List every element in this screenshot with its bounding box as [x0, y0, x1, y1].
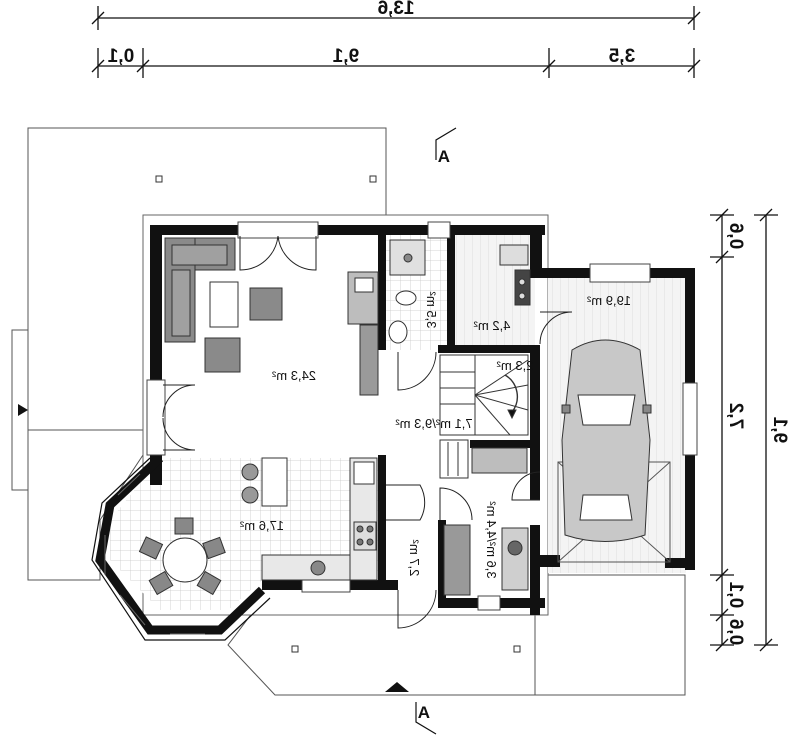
right-dimensions [710, 208, 778, 652]
wardrobe [439, 439, 528, 479]
room-label-vestibule: 2,7 m² [407, 539, 422, 577]
dim-right-seg-4: 0,6 [725, 619, 746, 645]
car [557, 339, 671, 563]
armchair-1 [249, 287, 283, 321]
room-label-hall: 7,1 m²/9,3 m² [395, 416, 473, 431]
dining-set [138, 517, 226, 596]
bay-window-panes [104, 473, 205, 635]
section-label-bottom: A [418, 703, 430, 722]
section-label-top: A [438, 147, 450, 166]
terrace-west [11, 127, 387, 581]
section-mark-bottom [415, 702, 437, 735]
stairs [439, 354, 529, 436]
kitchen-counters [241, 457, 378, 581]
bathroom-fixtures [347, 239, 426, 396]
dim-top-seg-1: 0,1 [107, 46, 134, 67]
doors [162, 235, 573, 629]
boiler-fixtures [499, 244, 531, 306]
room-labels: 24,3 m² 3,5 m² 4,2 m² 19,9 m² 2,3 m² 7,1… [239, 291, 631, 579]
walls [150, 225, 695, 615]
room-label-boiler: 4,2 m² [473, 318, 511, 333]
room-label-bathroom: 3,5 m² [424, 291, 439, 329]
dim-right-seg-3: 0,1 [725, 581, 746, 608]
room-label-stairs: 2,3 m² [496, 358, 534, 373]
dim-right-total: 9,1 [769, 416, 790, 443]
armchair-2 [204, 337, 241, 373]
room-label-garage: 19,9 m² [586, 293, 631, 308]
dim-right-seg-2: 7,2 [725, 403, 746, 429]
coffee-table [209, 281, 239, 328]
dim-right-seg-1: 0,6 [725, 223, 746, 249]
room-label-utility: 3,6 m²/4,4 m² [484, 501, 499, 579]
dim-top-seg-3: 3,5 [608, 46, 635, 67]
bay-window-walls [91, 454, 271, 641]
sofa [164, 237, 236, 343]
utility-fixtures [443, 524, 529, 596]
terrace-south [227, 599, 536, 696]
windows [146, 221, 698, 611]
dim-top-seg-2: 9,1 [332, 46, 359, 67]
driveway [534, 574, 686, 696]
top-dimensions [91, 6, 701, 78]
room-label-living: 24,3 m² [271, 368, 316, 383]
section-mark-top [435, 127, 457, 160]
room-label-dining: 17,6 m² [239, 518, 284, 533]
dim-top-total: 13,6 [378, 0, 415, 19]
